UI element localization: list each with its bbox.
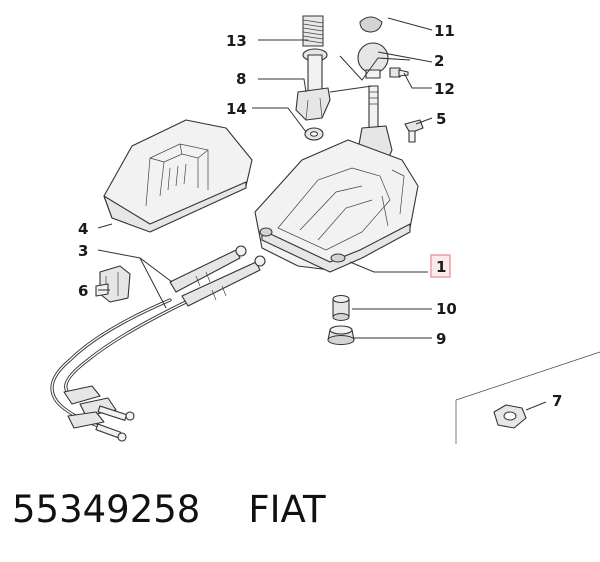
callout-6: 6 xyxy=(78,282,88,300)
part-1-gear-shift-housing xyxy=(254,139,419,273)
brand-label: FIAT xyxy=(248,488,326,531)
part-4-gaiter-cover xyxy=(103,119,253,233)
callout-3: 3 xyxy=(78,242,88,260)
part-6-clip xyxy=(95,265,131,303)
part-2-gear-knob xyxy=(357,42,389,79)
callout-7: 7 xyxy=(552,392,562,410)
part-11-knob-cap xyxy=(359,16,383,33)
callout-1-highlight-box xyxy=(430,254,451,278)
part-12-screw xyxy=(389,67,409,78)
part-caption: 55349258 FIAT xyxy=(12,488,326,538)
exploded-parts-diagram: 13 8 14 11 2 12 5 1 4 3 6 10 9 7 xyxy=(50,15,600,444)
callout-11: 11 xyxy=(434,22,455,40)
part-13-spring xyxy=(302,15,324,47)
callout-labels: 13 8 14 11 2 12 5 1 4 3 6 10 9 7 xyxy=(78,22,562,410)
callout-14: 14 xyxy=(226,100,247,118)
callout-10: 10 xyxy=(436,300,457,318)
part-8-lever-bracket xyxy=(295,48,331,121)
leader-lines xyxy=(97,17,547,411)
part-9-grommet xyxy=(327,325,355,345)
part-3-shift-cables xyxy=(50,245,266,442)
callout-2: 2 xyxy=(434,52,444,70)
callout-5: 5 xyxy=(436,110,446,128)
callout-13: 13 xyxy=(226,32,247,50)
callout-1: 1 xyxy=(436,258,446,276)
part-number-label: 55349258 xyxy=(12,488,201,531)
callout-9: 9 xyxy=(436,330,446,348)
callout-8: 8 xyxy=(236,70,246,88)
part-5-bolt xyxy=(404,119,424,143)
callout-12: 12 xyxy=(434,80,455,98)
callout-4: 4 xyxy=(78,220,88,238)
part-7-nut-detail xyxy=(455,351,600,444)
part-14-washer xyxy=(304,127,324,141)
part-10-bushing xyxy=(332,294,350,321)
